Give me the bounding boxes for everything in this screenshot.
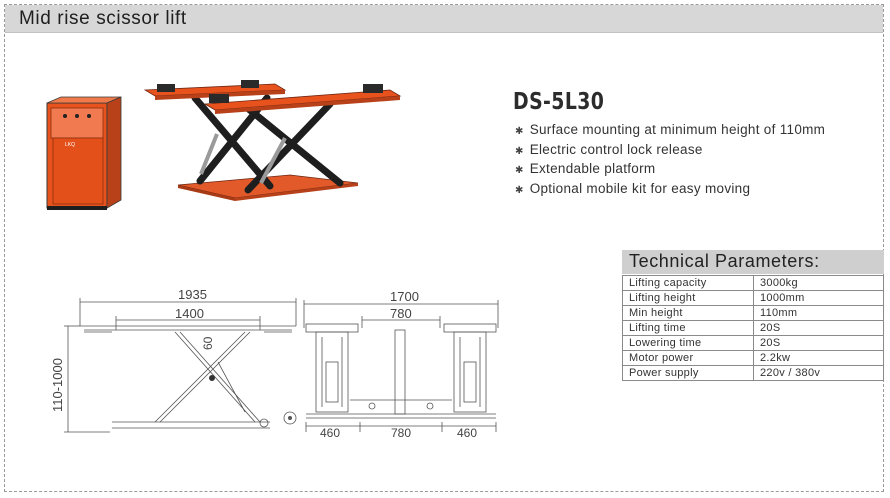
feature-item: ✱Surface mounting at minimum height of 1… — [515, 122, 826, 137]
page-title: Mid rise scissor lift — [19, 8, 187, 29]
feature-item: ✱Extendable platform — [515, 161, 656, 176]
dim-overall-length: 1935 — [178, 287, 207, 302]
side-view-drawing: 1935 1400 60 110-1000 — [50, 287, 297, 433]
dim-left-platform: 460 — [320, 426, 340, 440]
dimension-drawings: 1935 1400 60 110-1000 1700 780 — [50, 287, 499, 440]
page-frame — [4, 4, 884, 492]
feature-item: ✱Electric control lock release — [515, 141, 703, 157]
dim-inner-gap: 780 — [390, 306, 412, 321]
dim-arm: 60 — [201, 336, 215, 350]
bullet-icon: ✱ — [515, 145, 524, 157]
dim-center-gap: 780 — [391, 426, 411, 440]
dim-height-range: 110-1000 — [50, 358, 65, 412]
product-illustration: LKQ — [46, 80, 402, 210]
front-view-drawing: 1700 780 460 780 460 — [303, 289, 499, 440]
dim-right-platform: 460 — [457, 426, 477, 440]
technical-parameters-title: Technical Parameters: — [629, 251, 820, 271]
bullet-icon: ✱ — [515, 184, 524, 196]
dim-overall-width: 1700 — [390, 289, 419, 304]
control-box-logo: LKQ — [65, 142, 75, 148]
control-box: LKQ — [46, 96, 122, 210]
feature-item: ✱Optional mobile kit for easy moving — [515, 180, 751, 196]
header-bar: Mid rise scissor lift — [5, 5, 883, 33]
bullet-icon: ✱ — [515, 126, 524, 137]
bullet-icon: ✱ — [515, 165, 524, 176]
technical-parameters-header: Technical Parameters: — [622, 250, 884, 274]
model-code: DS-5L30 — [513, 89, 605, 115]
dim-platform-length: 1400 — [175, 306, 204, 321]
feature-list: ✱Surface mounting at minimum height of 1… — [515, 120, 825, 198]
